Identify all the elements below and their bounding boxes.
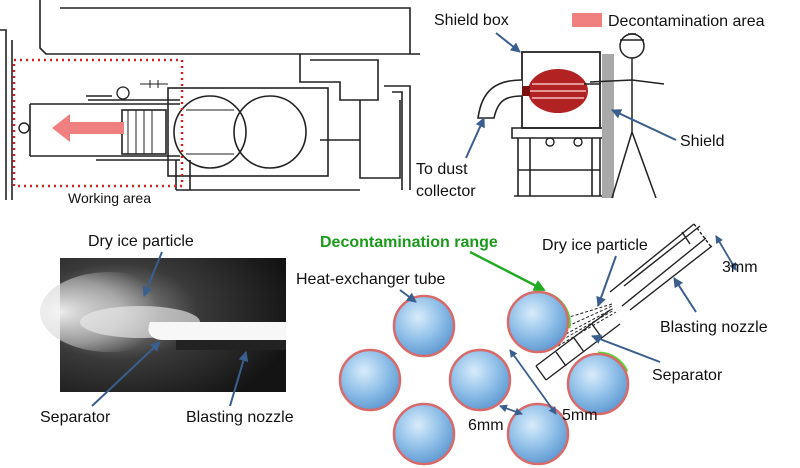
heat-exchanger-tube bbox=[392, 402, 456, 466]
blasting-right-pointer bbox=[673, 277, 697, 313]
blasting-left-label: Blasting nozzle bbox=[186, 409, 294, 426]
heat-exchanger-tube bbox=[566, 352, 630, 416]
spray-photo bbox=[40, 258, 286, 392]
dim-6mm-label: 6mm bbox=[468, 417, 504, 434]
decon-range-label: Decontamination range bbox=[320, 234, 498, 251]
dim-3mm-label: 3mm bbox=[722, 259, 758, 276]
blasting-nozzle-right bbox=[609, 223, 713, 311]
plant-schematic bbox=[0, 0, 420, 200]
heat-exchanger-tube bbox=[506, 290, 570, 354]
collector-label: collector bbox=[416, 183, 476, 200]
heat-exchanger-tube bbox=[392, 294, 456, 358]
dim-3mm-arrow bbox=[715, 235, 737, 271]
separator-right-label: Separator bbox=[652, 367, 723, 384]
dry-ice-right-pointer bbox=[596, 255, 617, 307]
dry-ice-right-label: Dry ice particle bbox=[542, 237, 648, 254]
separator-right-pointer bbox=[591, 334, 661, 363]
decon-range-pointer bbox=[469, 250, 546, 292]
shield-pointer bbox=[611, 109, 677, 141]
shield-label: Shield bbox=[680, 133, 724, 150]
dry-ice-left-label: Dry ice particle bbox=[88, 233, 194, 250]
decon-area-swatch bbox=[572, 13, 602, 27]
to-dust-label: To dust bbox=[416, 161, 468, 178]
shield-panel bbox=[602, 54, 614, 198]
dust-pointer bbox=[465, 117, 485, 159]
decon-area-legend: Decontamination area bbox=[608, 13, 765, 30]
working-area-label: Working area bbox=[68, 190, 151, 206]
blasting-right-label: Blasting nozzle bbox=[660, 319, 768, 336]
shield-box-label: Shield box bbox=[434, 12, 509, 29]
spray-lines bbox=[557, 303, 617, 347]
working-area-arrow bbox=[52, 114, 124, 142]
heat-exchanger-tube bbox=[448, 348, 512, 412]
shield-box-setup: Decontamination area Shield box Shield T… bbox=[416, 12, 765, 200]
dim-5mm-arrow bbox=[509, 349, 557, 415]
tube-array bbox=[338, 223, 737, 466]
blasting-left-pointer bbox=[229, 351, 249, 407]
separator-left-pointer bbox=[91, 341, 161, 407]
separator-left-label: Separator bbox=[40, 409, 111, 426]
dry-ice-left-pointer bbox=[142, 251, 163, 297]
heat-tube-label: Heat-exchanger tube bbox=[296, 271, 446, 288]
heat-exchanger-tube bbox=[338, 348, 402, 412]
working-area-box bbox=[12, 58, 184, 188]
dim-5mm-label: 5mm bbox=[562, 407, 598, 424]
shield-box-pointer bbox=[495, 32, 521, 53]
heat-tube-pointer bbox=[399, 289, 417, 303]
